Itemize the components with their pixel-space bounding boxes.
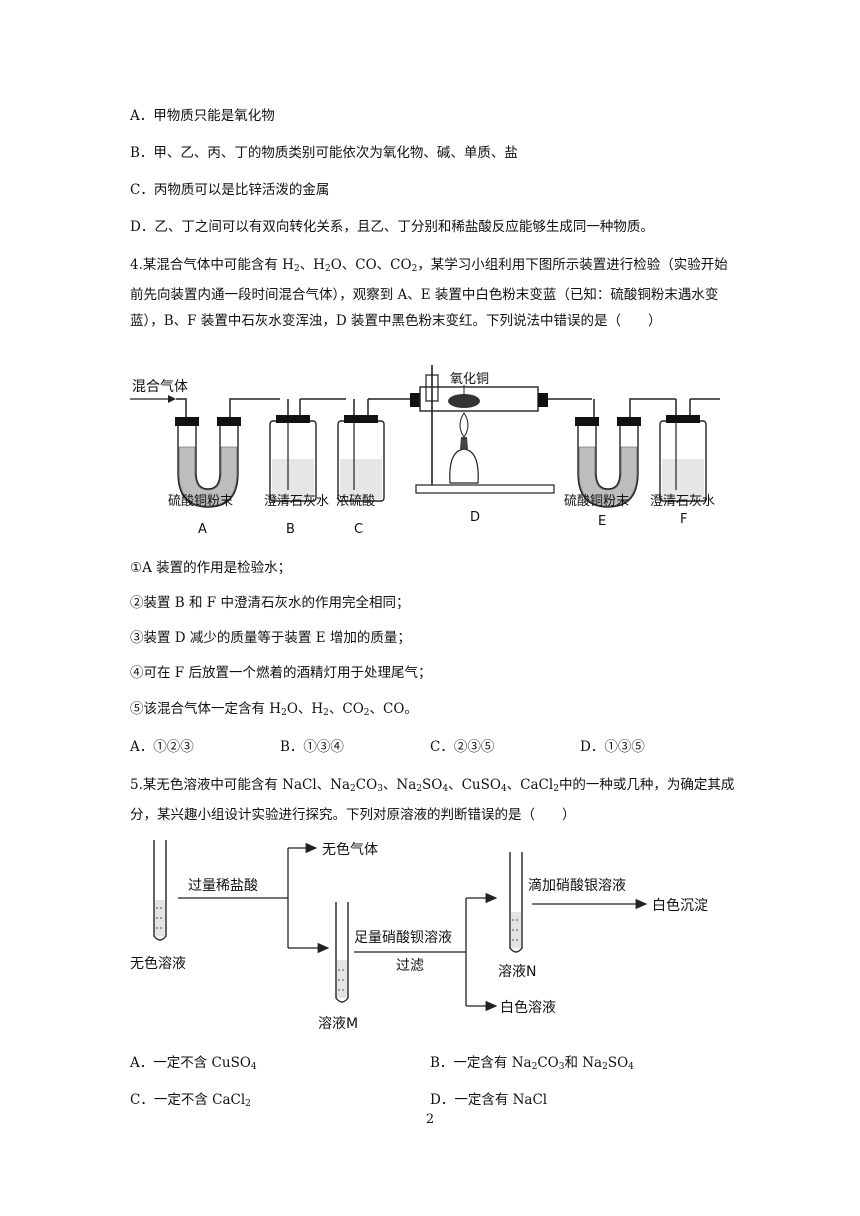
q4-statement-5: ⑤该混合气体一定含有 H2O、H2、CO2、CO。 (130, 701, 418, 718)
q3-option-c: C．丙物质可以是比锌活泼的金属 (130, 182, 330, 198)
combustion-apparatus-d: 氧化铜 (410, 365, 592, 494)
q4-stem: 4.某混合气体中可能含有 H2、H2O、CO、CO2，某学习小组利用下图所示装置… (130, 257, 728, 329)
precipitate-label: 白色沉淀 (652, 897, 708, 914)
filter-label: 过滤 (396, 958, 424, 974)
q4-statement-4: ④可在 F 后放置一个燃着的酒精灯用于处理尾气； (130, 665, 432, 681)
label-f-desc: 澄清石灰水 (650, 494, 715, 509)
start-solution-label: 无色溶液 (130, 955, 186, 972)
label-d: D (470, 510, 480, 525)
page-number: 2 (425, 1112, 435, 1127)
test-tube-n (509, 852, 523, 953)
q4-statement-2: ②装置 B 和 F 中澄清石灰水的作用完全相同； (130, 595, 410, 611)
solution-m-label: 溶液M (318, 1016, 358, 1030)
q3-option-d: D．乙、丁之间可以有双向转化关系，且乙、丁分别和稀盐酸反应能够生成同一种物质。 (130, 219, 654, 235)
solution-n-label: 溶液N (498, 964, 536, 980)
label-b-desc: 澄清石灰水 (264, 494, 329, 509)
label-c: C (354, 522, 363, 537)
inlet-label: 混合气体 (132, 379, 188, 395)
q4-option-c: C．②③⑤ (430, 739, 495, 755)
bottle-c (337, 398, 410, 502)
q5-option-d: D．一定含有 NaCl (430, 1092, 548, 1108)
step1-label: 过量稀盐酸 (188, 878, 258, 894)
q4-statement-3: ③装置 D 减少的质量等于装置 E 增加的质量； (130, 630, 411, 646)
label-a-desc: 硫酸铜粉末 (168, 494, 233, 509)
label-e-desc: 硫酸铜粉末 (564, 494, 629, 509)
step2-label: 足量硝酸钡溶液 (354, 930, 452, 946)
step3-label: 滴加硝酸银溶液 (528, 877, 626, 894)
q4-apparatus-diagram: 混合气体 氧化铜 (130, 365, 720, 537)
gas-label: 无色气体 (322, 841, 378, 858)
label-a: A (198, 522, 207, 537)
q5-stem: 5.某无色溶液中可能含有 NaCl、Na2CO3、Na2SO4、CuSO4、Ca… (130, 777, 735, 823)
q5-option-c: C．一定不含 CaCl2 (130, 1092, 251, 1109)
q5-option-a: A．一定不含 CuSO4 (130, 1055, 257, 1072)
q4-option-d: D．①③⑤ (580, 739, 645, 755)
white-solution-label: 白色溶液 (500, 999, 556, 1016)
label-e: E (598, 514, 606, 529)
q4-option-b: B．①③④ (280, 739, 344, 755)
q5-option-b: B．一定含有 Na2CO3和 Na2SO4 (430, 1055, 634, 1072)
q5-flow-diagram: 无色溶液 过量稀盐酸 无色气体 溶液M 足量硝酸钡溶液 过滤 白色溶液 溶液N … (130, 840, 708, 1030)
label-f: F (680, 512, 687, 527)
q3-option-a: A．甲物质只能是氧化物 (130, 108, 275, 124)
q3-option-b: B．甲、乙、丙、丁的物质类别可能依次为氧化物、碱、单质、盐 (130, 145, 518, 161)
label-b: B (286, 522, 295, 537)
test-tube-m (335, 902, 349, 1003)
q4-option-a: A．①②③ (130, 739, 194, 755)
test-tube-start (153, 840, 167, 941)
bottle-b (269, 398, 346, 502)
q4-statement-1: ①A 装置的作用是检验水； (130, 560, 292, 576)
label-c-desc: 浓硫酸 (336, 494, 375, 509)
u-tube-e (575, 398, 676, 508)
cuo-label: 氧化铜 (450, 372, 489, 387)
bottle-f (659, 398, 720, 502)
u-tube-a (175, 398, 280, 508)
